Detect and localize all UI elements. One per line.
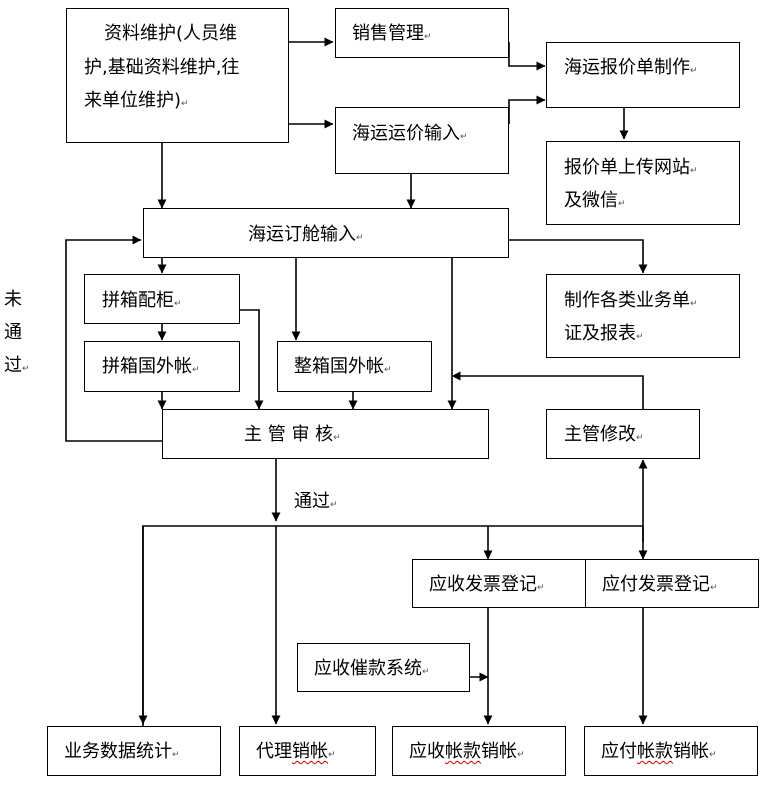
paragraph-mark: ↵	[22, 364, 30, 374]
paragraph-mark: ↵	[192, 365, 200, 375]
ziliao-line-3: 来单位维护)↵	[84, 90, 189, 111]
box-yingshou-xiaozhang	[392, 726, 566, 776]
label-passed: 通过↵	[294, 491, 338, 512]
paragraph-mark: ↵	[333, 433, 341, 443]
label-not-passed-3: 过↵	[4, 355, 30, 376]
box-pinxiang-guowai	[84, 341, 240, 392]
box-xiaoshou-guanli	[335, 8, 509, 58]
yunjia-label: 海运运价输入↵	[352, 123, 468, 144]
tongji-label: 业务数据统计↵	[64, 741, 180, 762]
paragraph-mark: ↵	[460, 132, 468, 142]
box-shuju-tongji	[47, 726, 221, 776]
box-ziliao-weihu	[66, 8, 289, 143]
shangchuan-line-2: 及微信↵	[564, 190, 626, 211]
paragraph-mark: ↵	[330, 500, 338, 510]
yingshou-fapiao-label: 应收发票登记↵	[429, 574, 545, 595]
box-haiyun-yunjia	[335, 107, 509, 174]
paragraph-mark: ↵	[422, 667, 430, 677]
box-daili-xiaozhang	[239, 726, 376, 776]
paragraph-mark: ↵	[709, 750, 717, 760]
xiugai-label: 主管修改↵	[564, 424, 644, 445]
shangchuan-line-1: 报价单上传网站↵	[564, 157, 698, 178]
zhizuo-line-1: 制作各类业务单↵	[564, 290, 698, 311]
box-zhengxiang-guowai	[277, 341, 432, 392]
yingfu-fapiao-label: 应付发票登记↵	[602, 574, 718, 595]
paragraph-mark: ↵	[690, 66, 698, 76]
box-zhuguan-shenhe	[162, 409, 489, 459]
box-yingshou-fapiao	[412, 559, 586, 608]
arrow-dingcang-to-zhizuo	[509, 239, 648, 274]
paragraph-mark: ↵	[636, 332, 644, 342]
yingfu-xiaozhang-label: 应付帐款销帐↵	[601, 741, 717, 762]
zhizuo-line-2: 证及报表↵	[564, 323, 644, 344]
cuikuan-label: 应收催款系统↵	[314, 658, 430, 679]
paragraph-mark: ↵	[690, 299, 698, 309]
box-dingcang	[143, 208, 509, 258]
ziliao-line-1: 资料维护(人员维	[104, 23, 238, 44]
paragraph-mark: ↵	[636, 433, 644, 443]
daili-label: 代理销帐↵	[256, 737, 336, 770]
paragraph-mark: ↵	[172, 750, 180, 760]
paragraph-mark: ↵	[328, 750, 336, 760]
arrow-shenhe-not-passed-loop	[65, 235, 162, 442]
arrow-yunjia-to-baojiadan	[508, 95, 546, 124]
paragraph-mark: ↵	[517, 750, 525, 760]
ziliao-line-2: 护,基础资料维护,往	[84, 57, 240, 78]
baojiadan-label: 海运报价单制作↵	[564, 57, 698, 78]
shenhe-label: 主 管 审 核↵	[244, 424, 341, 445]
paragraph-mark: ↵	[356, 233, 364, 243]
paragraph-mark: ↵	[174, 299, 182, 309]
paragraph-mark: ↵	[424, 32, 432, 42]
box-cuikuan-xitong	[297, 643, 470, 692]
box-zhizuo-danzheng	[546, 274, 740, 358]
paragraph-mark: ↵	[384, 365, 392, 375]
paragraph-mark: ↵	[618, 199, 626, 209]
daili-text: 代理销帐	[256, 741, 328, 762]
label-not-passed-2: 通	[4, 322, 22, 343]
branch-bus	[142, 525, 643, 726]
paragraph-mark: ↵	[710, 583, 718, 593]
pinxiang-label: 拼箱配柜↵	[102, 290, 182, 311]
arrow-pinxiang-to-shenhe	[240, 309, 264, 410]
box-shangchuan	[546, 141, 740, 225]
zhengxiang-guowai-label: 整箱国外帐↵	[294, 356, 392, 377]
box-pinxiang-peigui	[84, 274, 240, 324]
arrow-xiugai-to-dingcang-path	[451, 371, 644, 409]
paragraph-mark: ↵	[181, 99, 189, 109]
box-zhuguan-xiugai	[546, 409, 700, 459]
xiaoshou-label: 销售管理↵	[352, 23, 432, 44]
box-yingfu-xiaozhang	[584, 726, 758, 776]
pinxiang-guowai-label: 拼箱国外帐↵	[102, 356, 200, 377]
box-haiyun-baojiadan	[546, 42, 740, 108]
box-yingfu-fapiao	[585, 559, 759, 608]
paragraph-mark: ↵	[537, 583, 545, 593]
dingcang-label: 海运订舱输入↵	[248, 224, 364, 245]
yingshou-xiaozhang-label: 应收帐款销帐↵	[409, 741, 525, 762]
arrow-xiaoshou-to-baojiadan	[508, 42, 546, 71]
label-not-passed-1: 未	[4, 289, 22, 310]
paragraph-mark: ↵	[690, 166, 698, 176]
